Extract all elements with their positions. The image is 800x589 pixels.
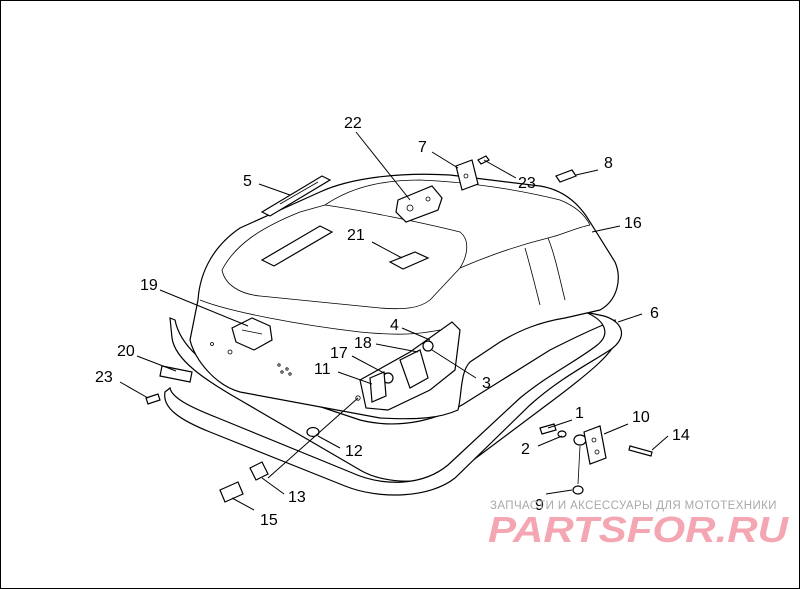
part-23-screw-left xyxy=(145,393,161,405)
part-15-key xyxy=(219,481,244,503)
callout-15: 15 xyxy=(260,512,278,529)
callout-19: 19 xyxy=(140,277,158,294)
trunk-lid-body xyxy=(164,173,622,496)
callout-21: 21 xyxy=(347,227,365,244)
callout-23-left: 23 xyxy=(95,369,113,386)
part-13-lock-cylinder xyxy=(249,461,269,481)
callout-18: 18 xyxy=(354,335,372,352)
part-1-2-bolt-washer xyxy=(539,423,587,446)
part-20-latch-plate xyxy=(159,365,193,383)
part-23-screw-top xyxy=(477,155,490,165)
part-7-hinge-plate xyxy=(455,159,479,191)
callout-1: 1 xyxy=(575,405,584,422)
callout-6: 6 xyxy=(650,305,659,322)
part-19-lock-bracket xyxy=(231,317,273,351)
callout-16: 16 xyxy=(624,215,642,232)
callout-22: 22 xyxy=(344,115,362,132)
part-5-emblem xyxy=(260,175,332,217)
callout-10: 10 xyxy=(632,409,650,426)
callout-5: 5 xyxy=(243,173,252,190)
callout-7: 7 xyxy=(418,139,427,156)
callout-12: 12 xyxy=(345,443,363,460)
watermark-brand: PARTSFOR.RU xyxy=(488,509,789,550)
part-22-hinge-block xyxy=(395,185,443,223)
callout-8: 8 xyxy=(604,155,613,172)
callout-9: 9 xyxy=(535,497,544,514)
part-14-pin xyxy=(628,445,653,457)
callout-23-top: 23 xyxy=(518,175,536,192)
callout-3: 3 xyxy=(482,375,491,392)
part-9-cable xyxy=(572,445,584,495)
callout-labels: 1 2 3 4 5 6 7 8 9 10 11 12 13 14 15 16 1… xyxy=(95,115,690,529)
callout-11: 11 xyxy=(314,361,331,378)
part-10-bracket xyxy=(583,425,607,465)
callout-13: 13 xyxy=(288,489,306,506)
callout-17: 17 xyxy=(330,345,348,362)
watermark: ЗАПЧАСТИ И АКСЕССУАРЫ ДЛЯ МОТОТЕХНИКИ PA… xyxy=(488,500,789,550)
part-12-o-ring xyxy=(306,426,320,438)
callout-20: 20 xyxy=(117,343,135,360)
callout-4: 4 xyxy=(390,317,399,334)
part-3-hinge-assembly xyxy=(359,321,461,411)
watermark-tagline: ЗАПЧАСТИ И АКСЕССУАРЫ ДЛЯ МОТОТЕХНИКИ xyxy=(490,500,777,512)
leader-lines xyxy=(119,131,669,511)
callout-14: 14 xyxy=(672,427,690,444)
part-8-pad xyxy=(555,169,577,183)
callout-2: 2 xyxy=(521,441,530,458)
